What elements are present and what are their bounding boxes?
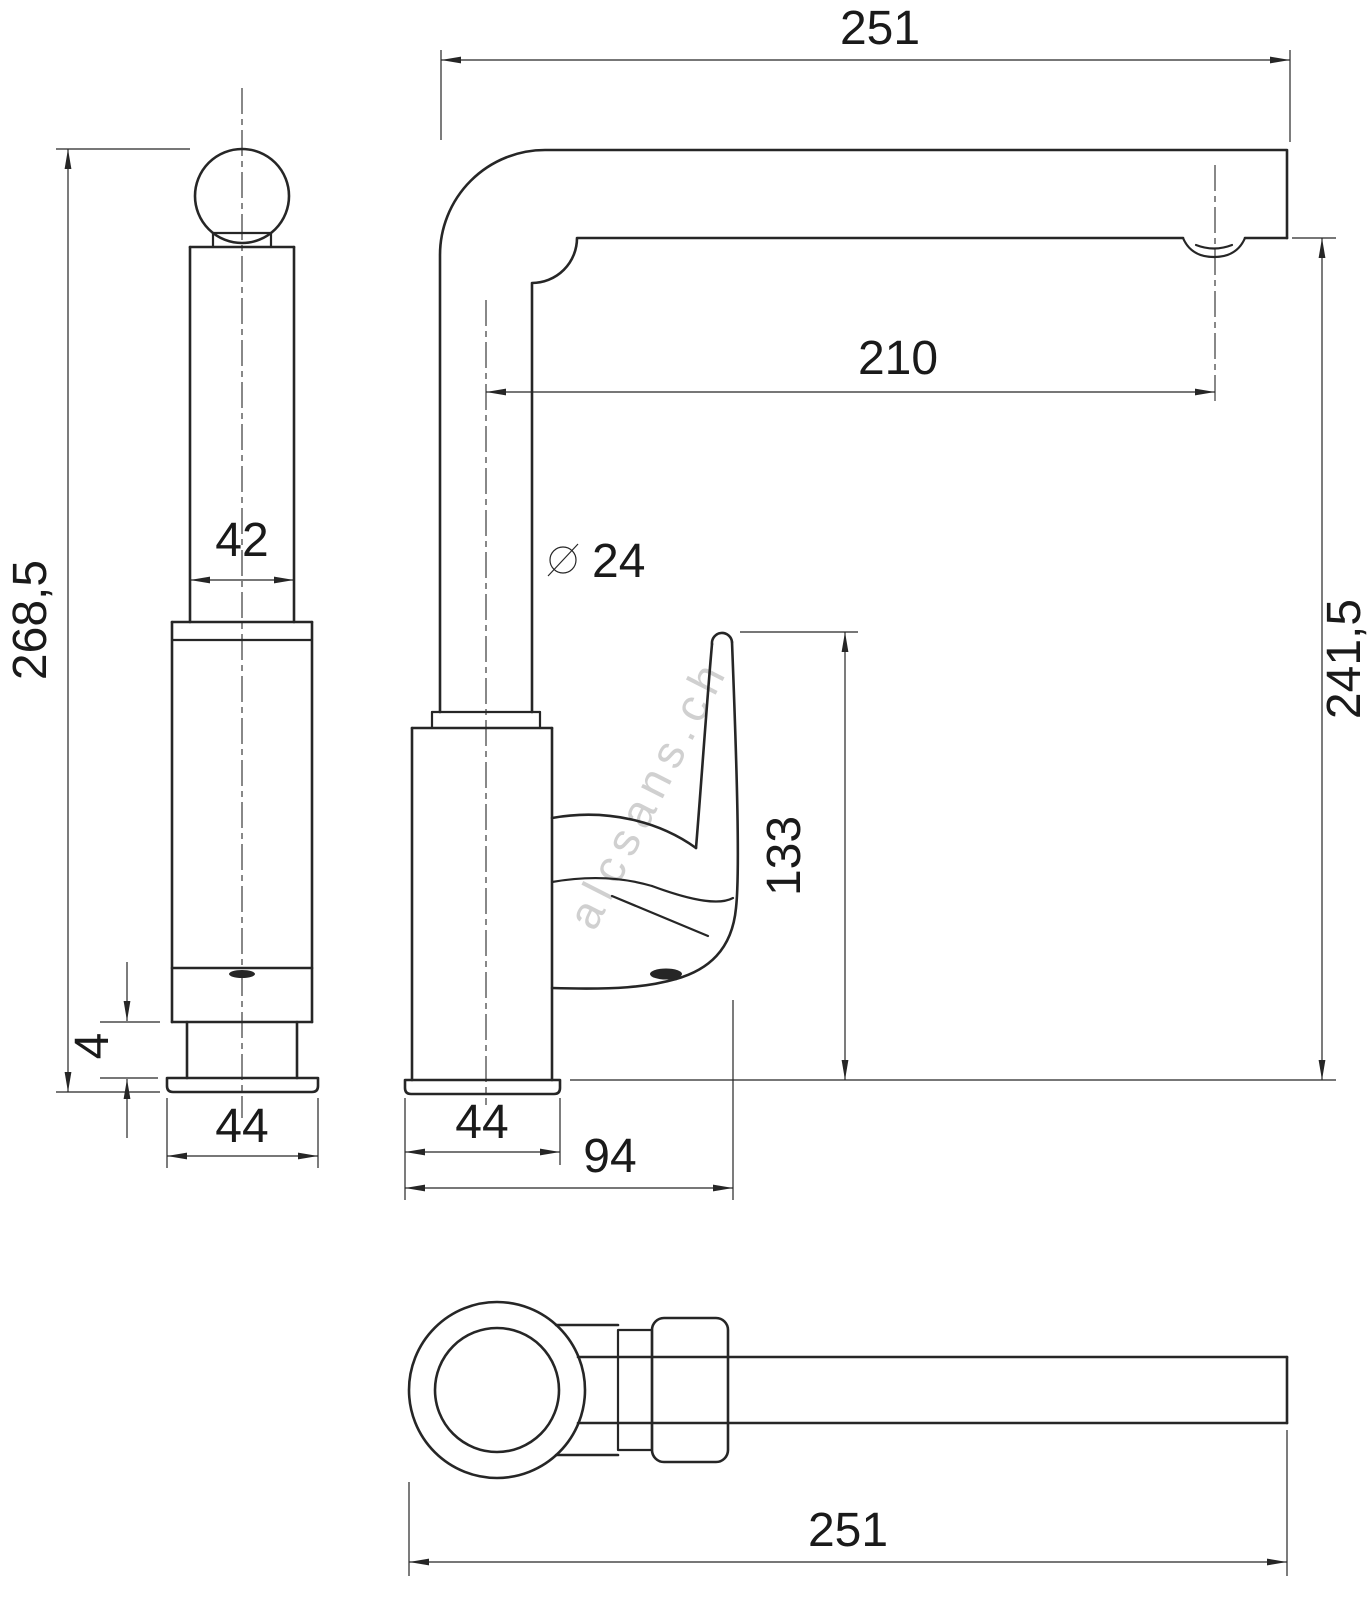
dim-height-to-outlet: 241,5 xyxy=(570,237,1371,1081)
dim-label-height-to-outlet: 241,5 xyxy=(1318,599,1371,719)
handle-inner-arc xyxy=(650,884,735,903)
handle-pivot-dot xyxy=(650,968,682,980)
handle-bottom-edge xyxy=(550,977,678,990)
base-inner-circle xyxy=(433,1326,561,1454)
set-screw xyxy=(229,970,255,978)
watermark-text: alcsans.ch xyxy=(557,648,738,937)
dim-label-spout-reach: 210 xyxy=(858,332,938,385)
dim-handle-height: 133 xyxy=(740,631,858,1080)
handle-support-top xyxy=(550,813,698,850)
base-plate-side xyxy=(403,1078,562,1096)
handle-outer-edge xyxy=(674,640,740,981)
spout-inner-outline xyxy=(530,236,1185,714)
dim-label-base-width-side: 44 xyxy=(455,1096,508,1149)
top-view xyxy=(407,1300,1289,1480)
aerator-detail-arc xyxy=(1194,243,1234,250)
diameter-symbol xyxy=(549,546,577,574)
dim-overall-length-bottom: 251 xyxy=(408,1430,1288,1576)
handle-detail-line xyxy=(610,894,710,938)
dim-plate-thickness: 4 xyxy=(66,962,160,1138)
dim-label-body-depth: 94 xyxy=(583,1130,636,1183)
handle-plan xyxy=(650,1316,730,1464)
front-view xyxy=(165,88,320,1118)
dim-label-overall-length-bottom: 251 xyxy=(808,1504,888,1557)
handle-hub-plan xyxy=(616,1328,654,1452)
dim-spout-width: 42 xyxy=(190,514,294,584)
dim-spout-diameter: 24 xyxy=(547,535,645,588)
handle-tip xyxy=(710,631,734,646)
dim-label-plate-thickness: 4 xyxy=(66,1033,119,1060)
dim-label-base-width-front: 44 xyxy=(215,1100,268,1153)
dim-label-spout-diameter: 24 xyxy=(592,535,645,588)
dim-label-handle-height: 133 xyxy=(758,816,811,896)
handle-inner-edge xyxy=(694,642,714,850)
dim-label-overall-height: 268,5 xyxy=(4,560,57,680)
dim-overall-height: 268,5 xyxy=(4,148,190,1093)
diameter-symbol-slash xyxy=(547,543,579,577)
dim-spout-reach: 210 xyxy=(486,332,1215,396)
side-view xyxy=(403,148,1289,1105)
dim-base-width-front: 44 xyxy=(166,1098,319,1168)
base-plate-outline xyxy=(165,1076,320,1094)
dim-overall-length-top: 251 xyxy=(440,2,1291,142)
handle-lever xyxy=(550,631,740,990)
aerator-bump xyxy=(1181,236,1247,259)
dim-label-spout-width: 42 xyxy=(215,514,268,567)
spout-outer-outline xyxy=(438,148,1289,714)
handle-support-mid xyxy=(550,876,654,888)
base-outer-circle xyxy=(407,1300,587,1480)
dim-label-overall-length: 251 xyxy=(840,2,920,55)
dim-body-depth: 94 xyxy=(405,1000,734,1200)
dim-base-width-side: 44 xyxy=(404,1096,561,1200)
spout-cap-outline xyxy=(193,147,291,245)
